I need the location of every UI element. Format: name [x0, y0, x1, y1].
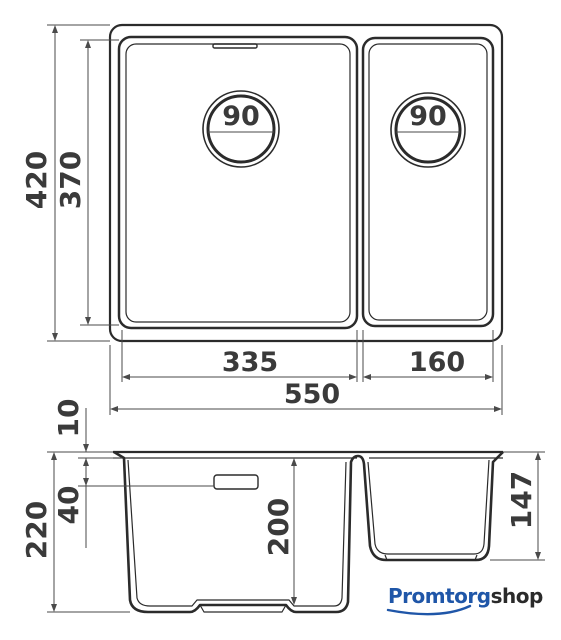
right-bowl-outer	[361, 36, 495, 328]
left-bowl-section-outer	[113, 450, 359, 614]
top-dimensions	[47, 24, 503, 415]
dim-left-bowl-width: 335	[222, 347, 278, 378]
dim-bowl-depth: 370	[54, 151, 87, 209]
brand-swoosh	[386, 604, 472, 616]
dim-total-height: 220	[20, 501, 53, 559]
dim-right-bowl-depth: 147	[505, 471, 538, 529]
left-drain-inner	[206, 94, 276, 164]
dim-left-bowl-depth: 200	[262, 498, 295, 556]
left-drain-outer	[202, 90, 280, 168]
left-bowl-inner	[125, 43, 351, 323]
left-drain-step	[199, 604, 287, 613]
brand-name-part2: shop	[490, 584, 544, 608]
dim-right-drain-diameter: 90	[409, 101, 447, 132]
right-bowl-section-outer	[357, 451, 504, 562]
dim-right-bowl-width: 160	[409, 347, 465, 378]
dim-left-drain-diameter: 90	[222, 101, 260, 132]
top-view	[108, 23, 504, 343]
right-drain-outer	[390, 92, 466, 168]
dim-overflow-height: 40	[52, 486, 85, 525]
overflow-opening	[213, 474, 259, 490]
right-bowl-section-inner	[367, 459, 490, 555]
dim-rim-thickness: 10	[52, 399, 85, 438]
left-bowl-section-inner	[127, 459, 347, 607]
dim-overall-width: 550	[284, 379, 340, 410]
side-view	[113, 450, 504, 614]
dim-overall-depth: 420	[20, 151, 53, 209]
overflow-slot	[212, 43, 258, 49]
side-dimensions	[47, 408, 545, 613]
right-drain-inner	[394, 96, 462, 164]
brand-logo: Promtorgshop	[388, 584, 543, 608]
left-bowl-outer	[117, 35, 359, 330]
sink-outer-rim	[108, 23, 504, 343]
right-bowl-inner	[368, 43, 488, 321]
right-drain-step	[384, 554, 478, 561]
brand-name-part1: Promtorg	[388, 584, 491, 608]
